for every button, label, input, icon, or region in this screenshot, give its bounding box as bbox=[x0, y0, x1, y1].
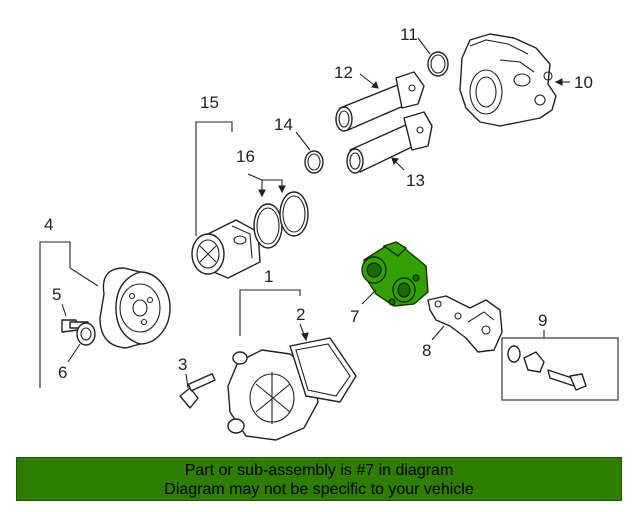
callout-10: 10 bbox=[574, 73, 593, 92]
part-13-pipe bbox=[346, 111, 433, 174]
banner-line-2: Diagram may not be specific to your vehi… bbox=[164, 481, 474, 498]
part-10-housing bbox=[459, 33, 557, 127]
callout-9: 9 bbox=[538, 311, 547, 330]
callout-1: 1 bbox=[264, 267, 273, 286]
callout-3: 3 bbox=[178, 355, 187, 374]
callout-8: 8 bbox=[422, 341, 431, 360]
callout-2: 2 bbox=[296, 305, 305, 324]
part-9-kit bbox=[507, 345, 587, 391]
callout-16: 16 bbox=[236, 147, 255, 166]
callout-13: 13 bbox=[406, 171, 425, 190]
callout-7: 7 bbox=[350, 307, 359, 326]
part-15-thermostat bbox=[191, 219, 261, 279]
part-7-highlighted bbox=[361, 241, 429, 307]
banner-line-1: Part or sub-assembly is #7 in diagram bbox=[184, 462, 454, 479]
part-8-bracket bbox=[427, 295, 503, 353]
callout-12: 12 bbox=[334, 63, 353, 82]
part-9-kit-box bbox=[501, 337, 619, 401]
part-12-pipe bbox=[335, 71, 425, 132]
part-6-nut bbox=[76, 322, 96, 346]
parts-diagram: 10 11 12 13 14 15 bbox=[39, 25, 619, 441]
part-2-gasket bbox=[289, 337, 357, 403]
callout-15: 15 bbox=[200, 93, 219, 112]
callout-11: 11 bbox=[400, 25, 418, 44]
callout-6: 6 bbox=[58, 363, 67, 382]
callout-5: 5 bbox=[52, 285, 61, 304]
part-3-bolt bbox=[179, 373, 216, 409]
part-4-pulley bbox=[99, 267, 171, 349]
info-banner: Part or sub-assembly is #7 in diagram Di… bbox=[16, 457, 622, 501]
callout-14: 14 bbox=[274, 115, 293, 134]
part-16-orings bbox=[253, 191, 309, 249]
callout-4: 4 bbox=[44, 215, 53, 234]
